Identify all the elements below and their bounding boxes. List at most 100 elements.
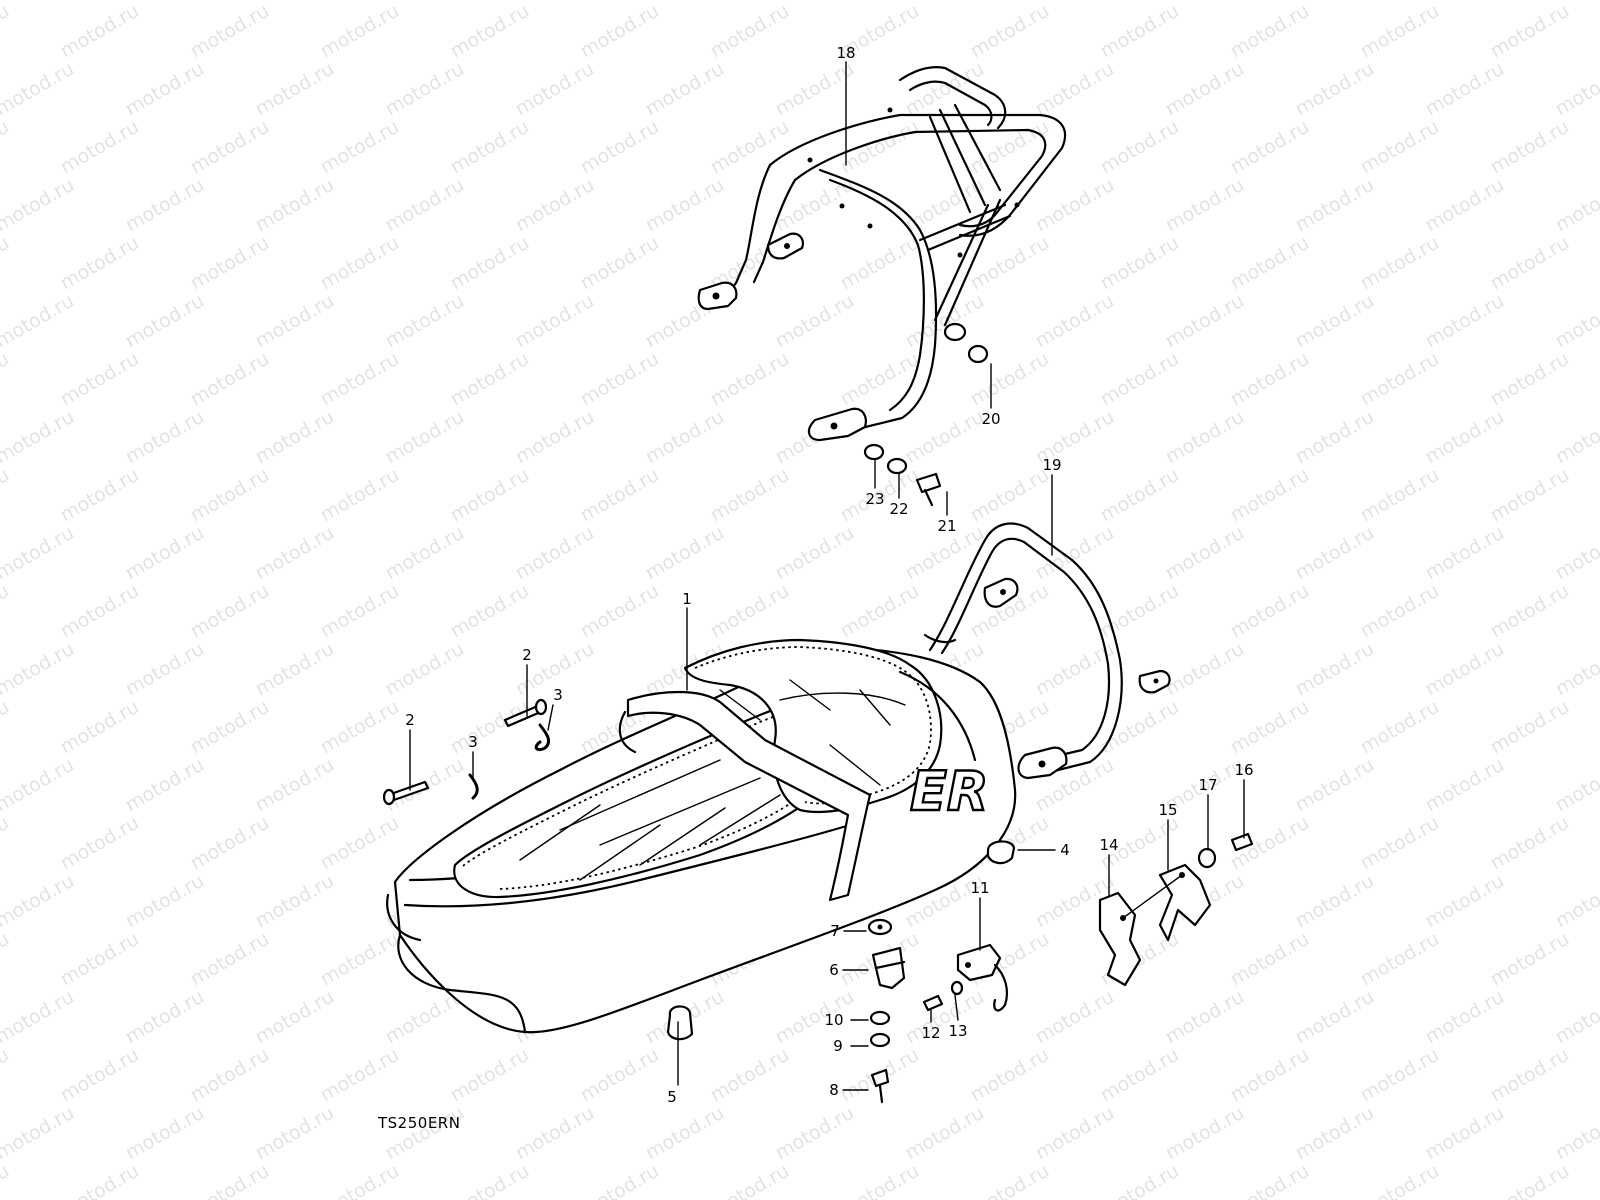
callout-22: 22 (889, 500, 908, 518)
watermark-text: motod.ru (577, 1160, 663, 1200)
watermark-text: motod.ru (772, 58, 858, 121)
watermark-text: motod.ru (1292, 1102, 1378, 1165)
watermark-text: motod.ru (512, 290, 598, 353)
watermark-text: motod.ru (1487, 928, 1573, 991)
watermark-text: motod.ru (122, 406, 208, 469)
callout-18: 18 (836, 44, 855, 62)
watermark-text: motod.ru (1487, 232, 1573, 295)
watermark-text: motod.ru (1227, 232, 1313, 295)
watermark-text: motod.ru (1292, 986, 1378, 1049)
watermark-text: motod.ru (1552, 754, 1600, 817)
watermark-text: motod.ru (0, 986, 78, 1049)
watermark-text: motod.ru (707, 348, 793, 411)
watermark-text: motod.ru (837, 116, 923, 179)
watermark-text: motod.ru (642, 406, 728, 469)
watermark-text: motod.ru (57, 812, 143, 875)
watermark-text: motod.ru (1032, 58, 1118, 121)
watermark-text: motod.ru (317, 696, 403, 759)
watermark-text: motod.ru (1292, 406, 1378, 469)
watermark-text: motod.ru (1162, 1102, 1248, 1165)
watermark-text: motod.ru (707, 1044, 793, 1107)
watermark-text: motod.ru (577, 1044, 663, 1107)
watermark-text: motod.ru (57, 1160, 143, 1200)
watermark-text: motod.ru (1292, 174, 1378, 237)
watermark-text: motod.ru (1357, 464, 1443, 527)
watermark-text: motod.ru (1292, 290, 1378, 353)
watermark-text: motod.ru (1422, 174, 1508, 237)
seat-logo: ER (910, 760, 988, 823)
watermark-text: motod.ru (1487, 1044, 1573, 1107)
watermark-text: motod.ru (57, 696, 143, 759)
watermark-text: motod.ru (0, 638, 78, 701)
watermark-text: motod.ru (1552, 522, 1600, 585)
watermark-text: motod.ru (447, 116, 533, 179)
watermark-text: motod.ru (122, 290, 208, 353)
callout-3-upper: 3 (553, 686, 563, 704)
watermark-text: motod.ru (252, 58, 338, 121)
watermark-text: motod.ru (577, 580, 663, 643)
watermark-text: motod.ru (0, 754, 78, 817)
watermark-text: motod.ru (382, 58, 468, 121)
watermark-text: motod.ru (317, 232, 403, 295)
watermark-text: motod.ru (252, 406, 338, 469)
callout-13: 13 (948, 1022, 967, 1040)
watermark-text: motod.ru (967, 0, 1053, 62)
watermark-text: motod.ru (0, 0, 13, 62)
callout-21: 21 (937, 517, 956, 535)
watermark-text: motod.ru (1097, 464, 1183, 527)
watermark-text: motod.ru (1552, 986, 1600, 1049)
watermark-text: motod.ru (1032, 174, 1118, 237)
watermark-text: motod.ru (252, 0, 338, 4)
watermark-text: motod.ru (187, 1160, 273, 1200)
watermark-text: motod.ru (122, 58, 208, 121)
callout-10: 10 (824, 1011, 843, 1029)
watermark-text: motod.ru (1357, 580, 1443, 643)
watermark-text: motod.ru (1357, 1160, 1443, 1200)
watermark-text: motod.ru (0, 928, 13, 991)
watermark-text: motod.ru (1097, 580, 1183, 643)
watermark-text: motod.ru (0, 464, 13, 527)
callout-14: 14 (1099, 836, 1118, 854)
watermark-text: motod.ru (1227, 348, 1313, 411)
callout-8: 8 (829, 1081, 839, 1099)
watermark-text: motod.ru (1487, 696, 1573, 759)
watermark-text: motod.ru (1357, 1044, 1443, 1107)
callout-17: 17 (1198, 776, 1217, 794)
watermark-text: motod.ru (252, 1102, 338, 1165)
watermark-text: motod.ru (0, 348, 13, 411)
watermark-text: motod.ru (187, 464, 273, 527)
watermark-text: motod.ru (447, 348, 533, 411)
watermark-text: motod.ru (1422, 58, 1508, 121)
watermark-text: motod.ru (1422, 1102, 1508, 1165)
watermark-text: motod.ru (317, 928, 403, 991)
watermark-text: motod.ru (1227, 0, 1313, 62)
watermark-text: motod.ru (1487, 0, 1573, 62)
watermark-text: motod.ru (122, 754, 208, 817)
watermark-text: motod.ru (577, 0, 663, 62)
watermark-text: motod.ru (1422, 406, 1508, 469)
watermark-text: motod.ru (317, 1044, 403, 1107)
watermark-text: motod.ru (642, 522, 728, 585)
watermark-text: motod.ru (0, 290, 78, 353)
watermark-text: motod.ru (772, 522, 858, 585)
watermark-text: motod.ru (512, 522, 598, 585)
callout-7: 7 (830, 922, 840, 940)
watermark-text: motod.ru (1357, 116, 1443, 179)
watermark-text: motod.ru (1552, 406, 1600, 469)
watermark-text: motod.ru (1292, 638, 1378, 701)
hardware (382, 344, 1254, 1104)
model-code: TS250ERN (377, 1114, 460, 1132)
watermark-text: motod.ru (902, 406, 988, 469)
callout-2-upper: 2 (522, 646, 532, 664)
watermark-text: motod.ru (447, 1160, 533, 1200)
watermark-text: motod.ru (0, 0, 78, 4)
watermark-text: motod.ru (252, 522, 338, 585)
watermark-text: motod.ru (122, 522, 208, 585)
watermark-text: motod.ru (772, 1102, 858, 1165)
watermark-text: motod.ru (1552, 58, 1600, 121)
watermark-text: motod.ru (187, 812, 273, 875)
watermark-text: motod.ru (1227, 1160, 1313, 1200)
watermark-text: motod.ru (772, 0, 858, 4)
